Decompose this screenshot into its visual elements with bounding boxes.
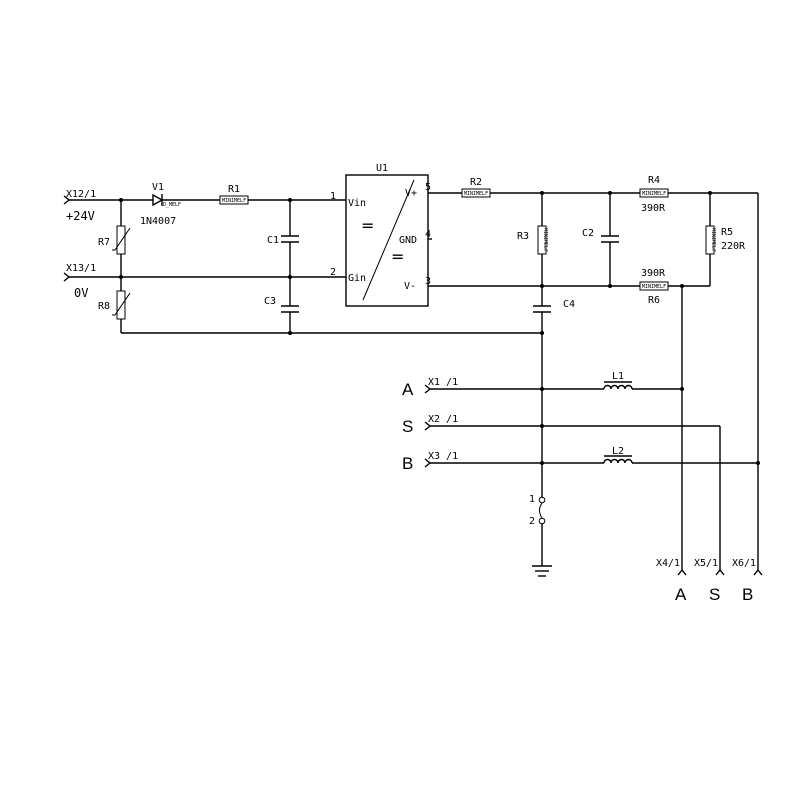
connector-x12: X12/1 — [63, 189, 96, 205]
connector-x4-label: X4/1 — [656, 558, 680, 569]
resistor-r4-pkg: MINIMELF — [642, 191, 666, 197]
connector-x3: X3 /1 — [424, 451, 458, 468]
u1-pin-num-2: 2 — [330, 267, 336, 278]
signal-a-left: A — [402, 380, 414, 399]
u1-pin-num-1: 1 — [330, 191, 336, 202]
u1-pin-num-3: 3 — [425, 276, 431, 287]
resistor-r6: MINIMELF 390R R6 — [639, 268, 669, 306]
capacitor-c2-ref: C2 — [582, 228, 594, 239]
ground-icon — [532, 565, 552, 577]
connector-x3-label: X3 /1 — [428, 451, 458, 462]
signal-s-bottom: S — [709, 585, 720, 604]
inductor-l2-ref: L2 — [612, 446, 624, 457]
connector-x4: X4/1 — [656, 558, 687, 576]
resistor-r2: MINIMELF R2 — [461, 177, 491, 198]
signal-a-bottom: A — [675, 585, 687, 604]
diode-v1-ref: V1 — [152, 182, 164, 193]
module-u1-eq-right: = — [391, 247, 404, 266]
diode-v1-value: 1N4007 — [140, 216, 176, 227]
connector-x5: X5/1 — [694, 558, 725, 576]
varistor-r8: R8 — [98, 290, 131, 320]
junctions — [119, 191, 760, 465]
resistor-r1: MINIMELF R1 — [219, 184, 249, 205]
u1-pin-num-5: 5 — [425, 182, 431, 193]
resistor-r4-value: 390R — [641, 203, 666, 214]
connector-x6: X6/1 — [732, 558, 763, 576]
varistor-r7: R7 — [98, 225, 131, 255]
connector-x12-label: X12/1 — [66, 189, 96, 200]
connector-x1: X1 /1 — [424, 377, 458, 394]
rail-zero-label: 0V — [74, 286, 88, 300]
resistor-r1-ref: R1 — [228, 184, 240, 195]
capacitor-c4: C4 — [533, 299, 575, 313]
connector-x2: X2 /1 — [424, 414, 458, 431]
module-u1-eq-left: = — [361, 216, 374, 235]
resistor-r1-pkg: MINIMELF — [222, 198, 246, 204]
resistor-r3-pkg: MINIMELF — [542, 228, 548, 252]
capacitor-c2: C2 — [582, 228, 619, 243]
resistor-r5-ref: R5 — [721, 227, 733, 238]
rail-plus24-label: +24V — [66, 209, 95, 223]
resistor-r4-ref: R4 — [648, 175, 660, 186]
capacitor-c3-ref: C3 — [264, 296, 276, 307]
resistor-r4: MINIMELF R4 390R — [639, 175, 669, 214]
inductor-l1-ref: L1 — [612, 371, 624, 382]
resistor-r3: MINIMELF R3 — [517, 225, 548, 255]
connector-x6-label: X6/1 — [732, 558, 756, 569]
module-u1-ref: U1 — [376, 163, 388, 174]
inductor-l1: L1 — [603, 371, 633, 390]
jumper-pin2: 2 — [529, 516, 535, 527]
connector-x5-label: X5/1 — [694, 558, 718, 569]
resistor-r3-ref: R3 — [517, 231, 529, 242]
u1-pin-vminus: V- — [404, 281, 416, 292]
module-u1: U1 = = Vin Gin V+ GND V- 1 2 5 4 3 — [330, 163, 432, 307]
capacitor-c1: C1 — [267, 235, 299, 246]
connector-x13-label: X13/1 — [66, 263, 96, 274]
capacitor-c4-ref: C4 — [563, 299, 575, 310]
u1-pin-gnd: GND — [399, 235, 417, 246]
u1-pin-vin: Vin — [348, 198, 366, 209]
resistor-r6-value: 390R — [641, 268, 666, 279]
resistor-r2-pkg: MINIMELF — [464, 191, 488, 197]
u1-pin-gin: Gin — [348, 273, 366, 284]
connector-x13: X13/1 — [63, 263, 96, 282]
capacitor-c1-ref: C1 — [267, 235, 279, 246]
signal-s-left: S — [402, 417, 413, 436]
signal-b-left: B — [402, 454, 413, 473]
u1-pin-vplus: V+ — [405, 188, 417, 199]
jumper-pin1: 1 — [529, 494, 535, 505]
varistor-r7-ref: R7 — [98, 237, 110, 248]
resistor-r6-ref: R6 — [648, 295, 660, 306]
jumper: 1 2 — [529, 494, 546, 527]
connector-x1-label: X1 /1 — [428, 377, 458, 388]
resistor-r6-pkg: MINIMELF — [642, 284, 666, 290]
resistor-r5: MINIMELF R5 220R — [705, 225, 746, 255]
resistor-r2-ref: R2 — [470, 177, 482, 188]
connector-x2-label: X2 /1 — [428, 414, 458, 425]
inductor-l2: L2 — [603, 446, 633, 464]
diode-v1-pkg: D_MELF — [163, 202, 181, 208]
resistor-r5-value: 220R — [721, 241, 746, 252]
capacitor-c3: C3 — [264, 296, 299, 313]
signal-b-bottom: B — [742, 585, 753, 604]
resistor-r5-pkg: MINIMELF — [710, 228, 716, 252]
varistor-r8-ref: R8 — [98, 301, 110, 312]
diode-v1: V1 D_MELF 1N4007 — [140, 182, 181, 227]
u1-pin-num-4: 4 — [425, 229, 431, 240]
